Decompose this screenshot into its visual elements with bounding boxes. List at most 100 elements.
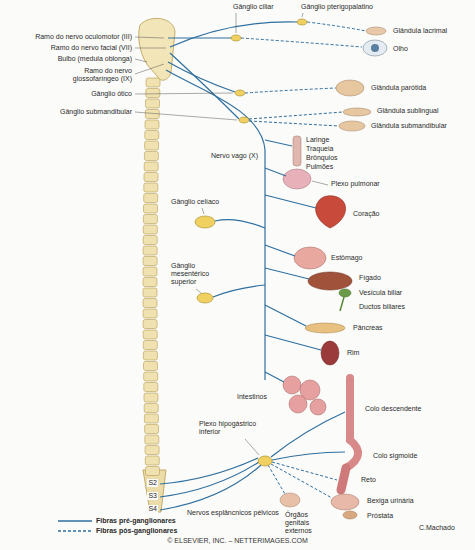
anatomy-label: Glândula parótida	[370, 84, 427, 92]
vertebra	[144, 362, 158, 371]
legend-sample	[58, 518, 92, 524]
anatomy-label: Ramo do nervo facial (VII)	[50, 44, 133, 52]
bile-ducts	[340, 297, 344, 311]
trachea	[293, 136, 301, 166]
vertebra	[145, 446, 159, 455]
submandibular-gland	[339, 121, 365, 131]
legend-row: Fibras pós-ganglionares	[58, 526, 177, 535]
anatomy-label: S2	[147, 479, 158, 487]
vertebra	[144, 383, 158, 392]
anatomy-label: Gânglio pterigopalatino	[300, 3, 374, 11]
pelvic-nerve	[160, 462, 259, 497]
nerve	[213, 285, 265, 297]
leader-line	[135, 37, 164, 38]
intestines	[283, 376, 326, 415]
submandibular-ganglion	[239, 117, 249, 123]
anatomy-label: Gânglio ciliar	[232, 3, 274, 11]
vertebral-column	[143, 78, 160, 476]
sigmoid-colon	[346, 440, 358, 468]
vertebra	[145, 456, 159, 465]
nerve	[265, 372, 284, 382]
nerve	[271, 464, 332, 498]
leader-lines	[135, 13, 328, 455]
anatomy-label: Nervos esplâncnicos pélvicos	[186, 509, 280, 517]
vertebra	[145, 141, 159, 150]
legend-text: Fibras pré-ganglionares	[96, 517, 176, 524]
vertebra	[143, 215, 157, 224]
kidney	[321, 341, 339, 365]
vertebra	[143, 330, 157, 339]
vertebra	[143, 236, 157, 245]
nerve	[271, 412, 345, 457]
vertebra	[145, 425, 159, 434]
nerve	[272, 462, 337, 480]
nerve	[265, 168, 286, 176]
anatomy-label: Fígado	[358, 274, 382, 282]
superior-mesenteric-ganglion	[197, 293, 213, 303]
vertebra	[143, 341, 157, 350]
anatomy-label: Glândula lacrimal	[392, 27, 448, 35]
vagus-nerve	[166, 70, 265, 380]
anatomy-label: Ramo do nervo glossofaríngeo (IX)	[59, 67, 133, 83]
vertebra	[144, 162, 158, 171]
nerve	[265, 140, 292, 146]
vertebra	[143, 267, 157, 276]
pterygopalatine-ganglion	[297, 19, 307, 25]
nerve	[265, 245, 295, 256]
vertebra	[143, 299, 157, 308]
bladder	[331, 494, 359, 510]
intestine-loop	[310, 399, 326, 415]
ciliary-ganglion	[231, 35, 241, 41]
intestine-loop	[289, 395, 307, 413]
rectum	[341, 468, 346, 490]
nerve	[307, 22, 366, 31]
otic-ganglion	[235, 90, 245, 96]
anatomy-label: Plexo hipogástrico inferior	[198, 420, 258, 436]
lacrimal-gland	[366, 27, 386, 35]
parotid-gland	[336, 80, 364, 96]
leader-line	[236, 13, 237, 33]
legend-sample	[58, 528, 92, 534]
anatomy-label: Gânglio celíaco	[170, 198, 220, 206]
preganglionic-fibres	[160, 22, 345, 510]
anatomy-label: Traqueia	[305, 145, 334, 153]
leader-line	[312, 181, 328, 185]
vertebra	[143, 225, 157, 234]
pancreas	[305, 323, 345, 333]
postganglionic-fibres	[241, 22, 366, 498]
leader-line	[245, 439, 259, 455]
anatomy-label: Ductos biliares	[358, 303, 406, 311]
anatomy-label: Próstata	[366, 512, 394, 520]
anatomy-label: Coração	[352, 210, 380, 218]
celiac-ganglion	[195, 216, 215, 228]
legend-line	[58, 530, 92, 531]
vertebra	[143, 246, 157, 255]
anatomy-label: Rim	[346, 349, 360, 357]
gallbladder	[339, 289, 351, 297]
legend-text: Fibras pós-ganglionares	[96, 527, 177, 534]
vertebra	[143, 257, 157, 266]
vertebra	[145, 131, 159, 140]
external-genitalia	[280, 493, 300, 507]
nerve	[265, 335, 321, 350]
inferior-hypogastric-plexus	[258, 456, 272, 466]
anatomy-label: Bulbo (medula oblonga)	[57, 55, 133, 63]
anatomy-label: Ramo do nervo oculomotor (III)	[34, 33, 133, 41]
nerve	[265, 195, 316, 208]
vertebra	[145, 110, 159, 119]
leader-line	[135, 59, 147, 62]
anatomy-label: C.Machado	[418, 524, 456, 532]
stomach	[294, 247, 326, 269]
leader-line	[135, 64, 164, 74]
vertebra	[144, 204, 158, 213]
legend-line	[58, 520, 92, 521]
anatomy-label: Estômago	[330, 254, 364, 262]
vertebra	[144, 152, 158, 161]
anatomy-label: Laringe	[305, 136, 330, 144]
anatomy-label: Pulmões	[305, 163, 334, 171]
vertebra	[144, 173, 158, 182]
descending-colon	[346, 378, 354, 440]
intestine-loop	[283, 376, 301, 394]
nerve	[170, 22, 297, 47]
leader-line	[202, 208, 204, 214]
